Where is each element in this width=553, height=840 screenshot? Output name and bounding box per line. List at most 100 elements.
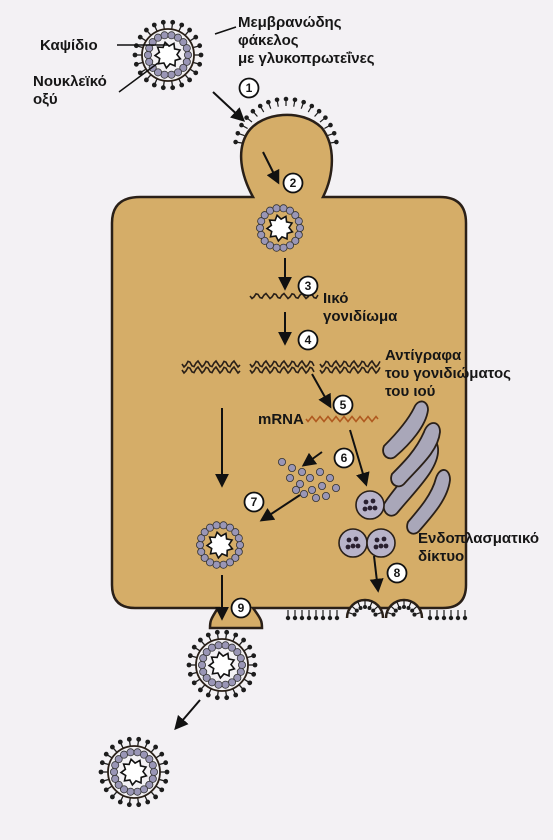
- capsid-subunit: [182, 44, 191, 53]
- capsid-subunit: [231, 528, 240, 537]
- capsid-subunit: [126, 748, 135, 757]
- glycoprotein-head: [126, 802, 132, 808]
- bud-spike-head: [235, 130, 241, 136]
- membrane-spikes: [285, 610, 468, 621]
- glycoprotein-head: [164, 769, 170, 775]
- capsid-subunit: [160, 70, 169, 79]
- endoplasmic-reticulum: [382, 400, 451, 535]
- step-circle: [297, 329, 319, 351]
- capsid-subunit: [260, 236, 269, 245]
- bud-spike-head: [283, 96, 289, 102]
- vesicle-spike-head: [352, 612, 357, 617]
- step-number: 3: [305, 279, 312, 293]
- vesicle-protein: [381, 536, 387, 542]
- capsid-subunit: [272, 204, 281, 213]
- step-marker-4: 4: [297, 329, 319, 351]
- vesicle-protein: [355, 543, 361, 549]
- step-circle: [333, 447, 355, 469]
- nucleic-acid-core: [265, 213, 294, 243]
- step-marker-9: 9: [230, 597, 252, 619]
- virus-particle-budding: [186, 629, 258, 701]
- step-number: 4: [305, 333, 312, 347]
- vesicle-protein: [372, 505, 378, 511]
- capsid-protein: [297, 467, 306, 476]
- nucleic-acid-core: [153, 40, 182, 70]
- glycoprotein-head: [186, 662, 192, 668]
- glycoprotein-head: [103, 751, 109, 757]
- vesicle-spike-head: [367, 605, 372, 610]
- leader-lines: [117, 26, 237, 93]
- glycoprotein-head: [151, 82, 157, 88]
- genome-copy-strand: [249, 365, 315, 375]
- step-circle: [282, 172, 304, 194]
- capsid-subunit: [285, 206, 294, 215]
- capsid-subunit: [183, 51, 192, 60]
- genome-copy-strand: [181, 365, 241, 375]
- glycoprotein-head: [214, 629, 220, 635]
- capsid-protein-cluster: [277, 457, 340, 502]
- bud-spike-head: [301, 99, 306, 105]
- capsid-subunit: [139, 750, 148, 759]
- er-vesicle: [366, 528, 396, 558]
- membrane-spike-head: [462, 615, 468, 621]
- labels: Καψίδιο Μεμβρανώδης φάκελος με γλυκοπρωτ…: [33, 14, 539, 565]
- capsid-subunit: [179, 63, 188, 72]
- capsid-subunit: [195, 541, 204, 550]
- glycoprotein-head: [233, 632, 239, 638]
- glycoprotein-head: [247, 644, 253, 650]
- glycoprotein-head: [179, 22, 185, 28]
- copies-label-line3: του ιού: [385, 383, 436, 400]
- glycoprotein-head: [251, 653, 257, 659]
- vesicle-spike-head: [393, 608, 398, 613]
- copies-label-line2: του γονιδιώματος: [385, 365, 511, 382]
- capsid-subunit: [219, 521, 228, 530]
- process-arrows: [174, 91, 384, 731]
- capsid-subunit: [234, 547, 243, 556]
- capsid-subunit: [199, 667, 208, 676]
- capsid-subunit: [126, 787, 135, 796]
- capsid-subunit: [197, 661, 206, 670]
- vesicle-protein: [350, 543, 356, 549]
- step-number: 9: [238, 601, 245, 615]
- capsid-subunit: [207, 678, 216, 687]
- glycoprotein-head: [132, 52, 138, 58]
- vesicle-spike-head: [397, 605, 402, 610]
- bud-spike-head: [334, 139, 339, 145]
- glycoprotein-head: [137, 34, 143, 40]
- capsid-subunit: [237, 661, 246, 670]
- bud-spike-head: [323, 115, 328, 120]
- capsid-subunit: [205, 558, 214, 567]
- step-marker-2: 2: [282, 172, 304, 194]
- capsid-protein: [277, 457, 286, 466]
- glycoprotein-head: [159, 787, 165, 793]
- virus-particle-entering: [255, 204, 304, 252]
- capsid-subunit: [257, 230, 266, 239]
- glycoprotein-head: [160, 19, 166, 25]
- capsid-subunit: [255, 223, 264, 232]
- step-number: 8: [394, 566, 401, 580]
- vesicle-spike-head: [358, 605, 363, 610]
- er-label-line1: Ενδοπλασματικό: [418, 530, 539, 547]
- bud-spike-head: [266, 99, 271, 105]
- capsid-subunit: [179, 38, 188, 47]
- step-number: 1: [246, 81, 253, 95]
- bud-spike-head: [239, 122, 244, 128]
- bud-spike-head: [274, 97, 280, 103]
- glycoprotein-head: [224, 629, 230, 635]
- capsid-subunit: [197, 534, 206, 543]
- capsid-subunit: [214, 641, 223, 650]
- exocytosis-spikes: [347, 600, 422, 617]
- capsid-subunit: [111, 761, 120, 770]
- er-vesicles: [338, 490, 396, 558]
- copies-label-line1: Αντίγραφα: [385, 347, 462, 364]
- glycoprotein-head: [191, 644, 197, 650]
- glycoprotein-head: [153, 794, 159, 800]
- glycoprotein-head: [117, 799, 123, 805]
- glycoprotein-head: [197, 61, 203, 67]
- bud-spike-head: [316, 108, 322, 114]
- capsid-subunit: [221, 641, 230, 650]
- glycoprotein-head: [99, 778, 105, 784]
- glycoprotein-head: [193, 70, 199, 76]
- step-circle: [238, 77, 260, 99]
- glycoprotein-head: [99, 760, 105, 766]
